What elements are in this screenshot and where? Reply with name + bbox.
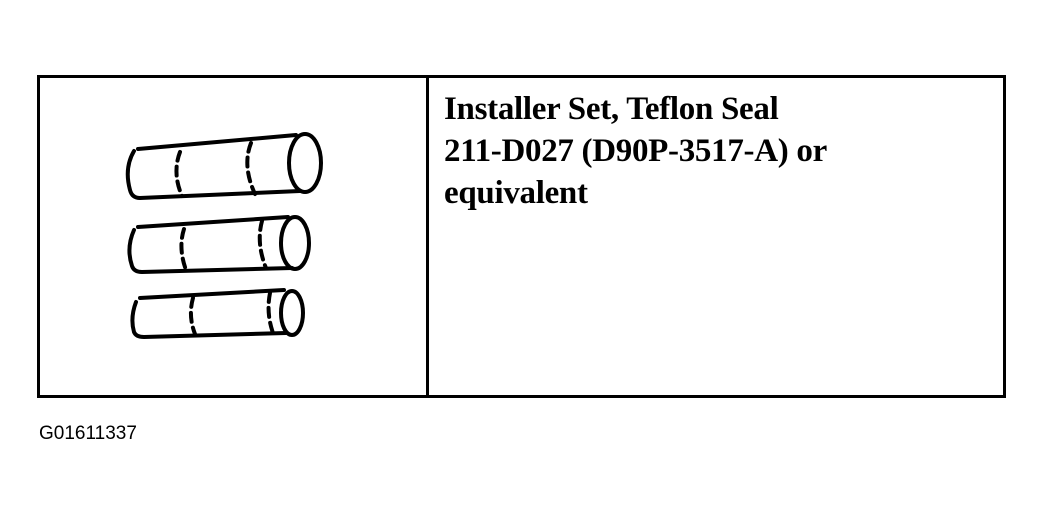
- figure-id: G01611337: [39, 423, 137, 444]
- tool-equivalent-note: equivalent: [444, 175, 588, 211]
- tool-part-numbers: 211-D027 (D90P-3517-A) or: [444, 133, 827, 169]
- installer-large-icon: [125, 132, 323, 201]
- installer-medium-icon: [127, 215, 311, 275]
- installer-small-icon: [130, 288, 305, 340]
- tool-description: Installer Set, Teflon Seal 211-D027 (D90…: [444, 88, 984, 214]
- column-divider: [426, 78, 429, 395]
- tool-table: Installer Set, Teflon Seal 211-D027 (D90…: [37, 75, 1006, 398]
- tool-title: Installer Set, Teflon Seal: [444, 91, 779, 127]
- seal-installer-set-icon: [100, 108, 350, 358]
